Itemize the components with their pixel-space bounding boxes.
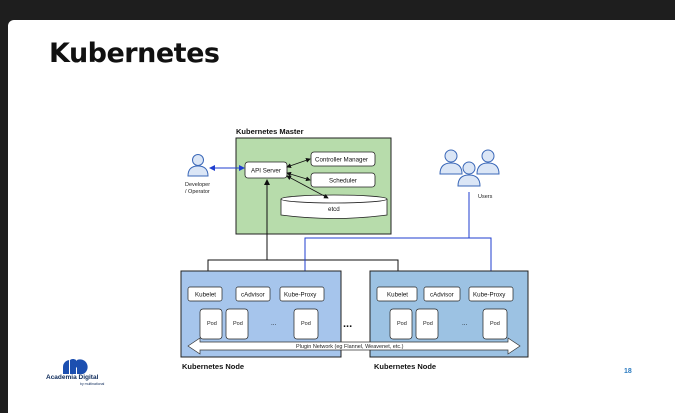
api-etcd-arrow xyxy=(286,175,329,199)
academia-digital-logo xyxy=(63,359,88,374)
node-left-pod-1-label: Pod xyxy=(207,321,217,327)
node-left-pod-3-label: Pod xyxy=(301,321,311,327)
node-left-kubelet-box xyxy=(187,286,223,302)
users-label: Users xyxy=(478,194,493,200)
node-right-kubeproxy-label: Kube-Proxy xyxy=(473,292,506,299)
node-right-pods-ellipsis: ... xyxy=(462,320,467,327)
api-to-kubelets-line xyxy=(207,259,399,271)
node-right-pod-2-label: Pod xyxy=(423,321,433,327)
logo-text: Academia Digital xyxy=(46,374,99,381)
users-to-proxies-line xyxy=(304,237,492,282)
node-right-kubelet-box xyxy=(376,286,418,302)
plugin-network-arrow xyxy=(187,337,521,355)
node-right-pod-3 xyxy=(482,308,508,340)
node-left-pod-3 xyxy=(293,308,319,340)
node-right-pod-1-label: Pod xyxy=(397,321,407,327)
developer-icon xyxy=(187,154,209,177)
api-controller-arrow xyxy=(286,158,311,168)
node-left-pod-2-label: Pod xyxy=(233,321,243,327)
between-nodes-ellipsis: ... xyxy=(343,318,352,330)
node-left-pod-1 xyxy=(199,308,223,340)
node-left-cadvisor-box xyxy=(235,286,271,302)
kubernetes-architecture-diagram: Kubernetes Master API Server Controller … xyxy=(150,100,540,390)
node-left-pods-ellipsis: ... xyxy=(271,320,276,327)
node-right-pod-2 xyxy=(415,308,439,340)
page-number: 18 xyxy=(624,368,632,375)
plugin-network-label: Plugin Network (eg Flannel, Weavenet, et… xyxy=(296,344,404,350)
node-right-cadvisor-label: cAdvisor xyxy=(430,292,454,299)
node-left-label: Kubernetes Node xyxy=(182,362,244,371)
node-right-label: Kubernetes Node xyxy=(374,362,436,371)
node-right-kubeproxy-box xyxy=(468,286,514,302)
logo-subtext: by multinational xyxy=(80,382,105,386)
developer-label-line2: / Operator xyxy=(185,189,210,195)
node-left-kubeproxy-box xyxy=(279,286,325,302)
scheduler-label: Scheduler xyxy=(329,178,357,185)
node-left-kubelet-label: Kubelet xyxy=(195,292,216,299)
slide-title: Kubernetes xyxy=(49,38,220,69)
controller-manager-box xyxy=(310,151,376,167)
node-right-pod-3-label: Pod xyxy=(490,321,500,327)
etcd-label: etcd xyxy=(328,206,340,213)
node-left-kubeproxy-label: Kube-Proxy xyxy=(284,292,317,299)
etcd-cylinder-top xyxy=(280,194,388,204)
node-right-pod-1 xyxy=(389,308,413,340)
controller-manager-label: Controller Manager xyxy=(315,157,368,164)
etcd-cylinder xyxy=(280,199,388,219)
node-left-cadvisor-label: cAdvisor xyxy=(241,292,265,299)
node-left-pod-2 xyxy=(225,308,249,340)
node-right-kubelet-label: Kubelet xyxy=(387,292,408,299)
master-label: Kubernetes Master xyxy=(236,127,304,136)
developer-label-line1: Developer xyxy=(185,182,210,188)
users-icon xyxy=(439,149,500,187)
api-server-box xyxy=(244,161,288,179)
node-right-cadvisor-box xyxy=(423,286,461,302)
api-server-label: API Server xyxy=(251,168,281,175)
